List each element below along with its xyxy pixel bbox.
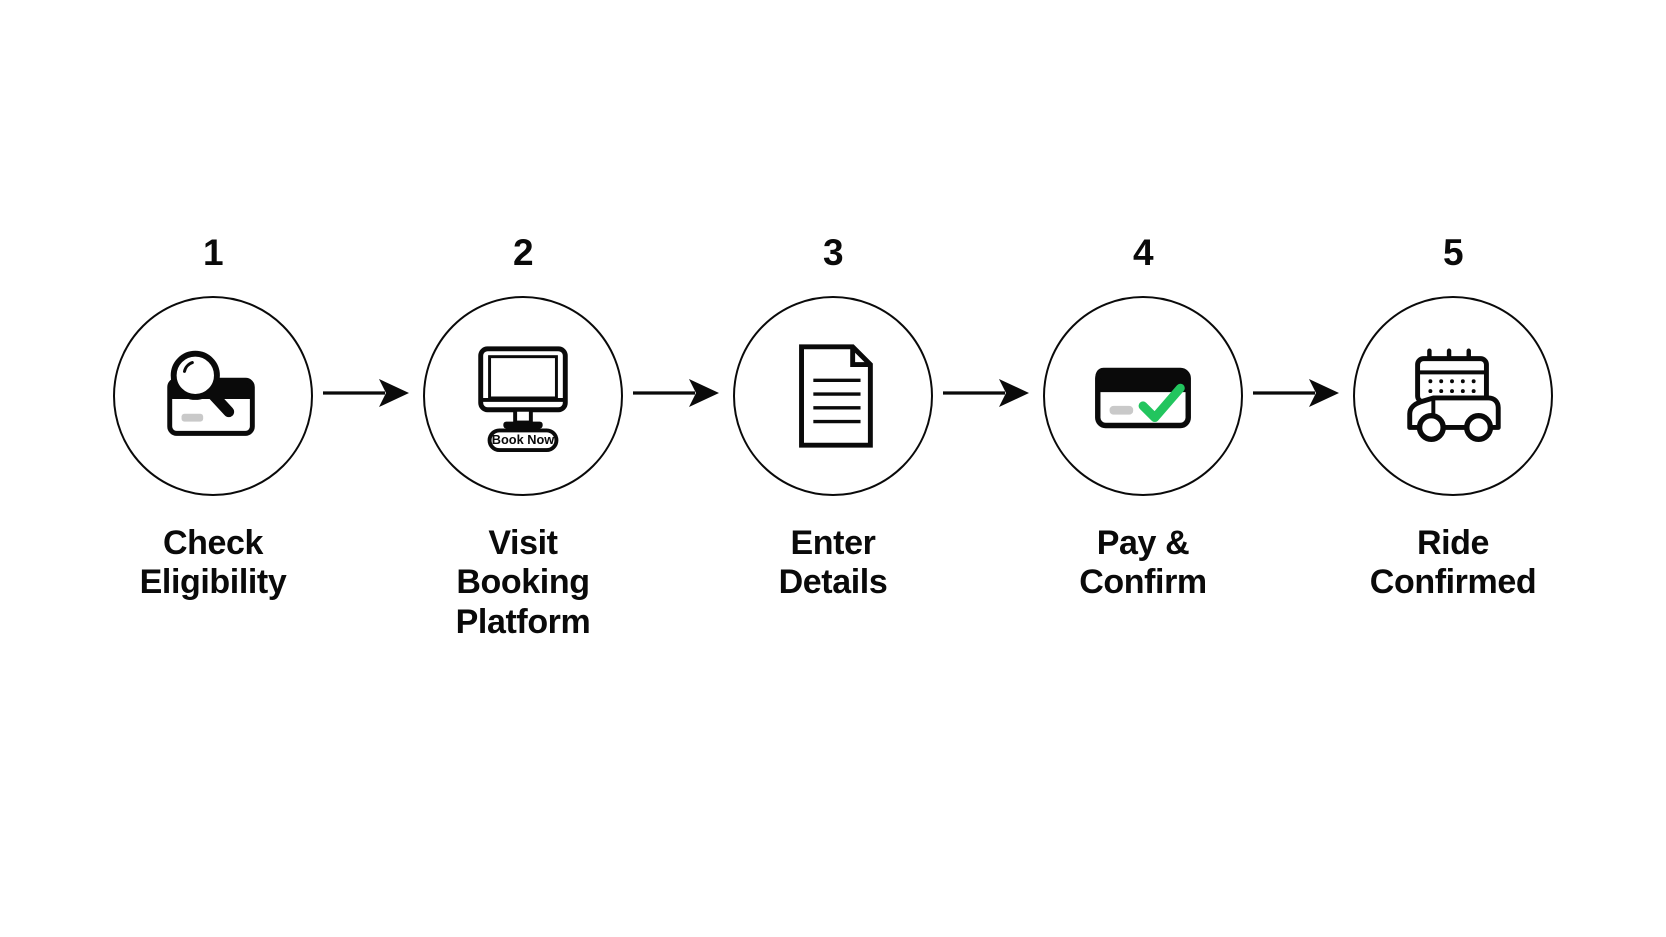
connector-2-to-3	[630, 293, 726, 493]
step-4-label: Pay & Confirm	[1079, 524, 1207, 602]
step-1-label: Check Eligibility	[139, 524, 287, 602]
arrow-right-icon	[1253, 379, 1339, 407]
document-lines-icon	[799, 344, 873, 448]
step-1-check-eligibility[interactable]: 1 Check Eligibility	[106, 232, 320, 603]
magnifier-over-credit-card-icon	[167, 350, 255, 436]
step-4-pay-and-confirm[interactable]: 4 Pay & Confirm	[1036, 232, 1250, 603]
arrow-right-icon	[323, 379, 409, 407]
step-3-circle[interactable]	[733, 296, 933, 496]
green-checkmark-icon	[1138, 383, 1185, 423]
step-3-label: Enter Details	[778, 524, 888, 602]
credit-card-check-icon	[1095, 367, 1191, 429]
connector-4-to-5	[1250, 293, 1346, 493]
monitor-book-now-icon: Book Now	[478, 346, 568, 453]
step-1-number: 1	[202, 231, 224, 273]
step-5-label: Ride Confirmed	[1369, 524, 1537, 602]
step-5-number: 5	[1442, 231, 1464, 273]
step-2-number: 2	[512, 231, 534, 273]
step-3-enter-details[interactable]: 3 Enter Details	[726, 232, 940, 603]
step-5-ride-confirmed[interactable]: 5	[1346, 232, 1560, 603]
car-calendar-icon	[1407, 348, 1501, 442]
step-4-circle[interactable]	[1043, 296, 1243, 496]
arrow-right-icon	[943, 379, 1029, 407]
step-1-circle[interactable]	[113, 296, 313, 496]
step-2-label: Visit Booking Platform	[455, 524, 591, 641]
arrow-right-icon	[633, 379, 719, 407]
step-5-circle[interactable]	[1353, 296, 1553, 496]
step-4-number: 4	[1132, 231, 1154, 273]
book-now-button-text: Book Now	[492, 432, 554, 447]
step-2-circle[interactable]: Book Now	[423, 296, 623, 496]
connector-1-to-2	[320, 293, 416, 493]
connector-3-to-4	[940, 293, 1036, 493]
step-3-number: 3	[822, 231, 844, 273]
step-2-visit-booking-platform[interactable]: 2 Book Now Visit Boo	[416, 232, 630, 642]
